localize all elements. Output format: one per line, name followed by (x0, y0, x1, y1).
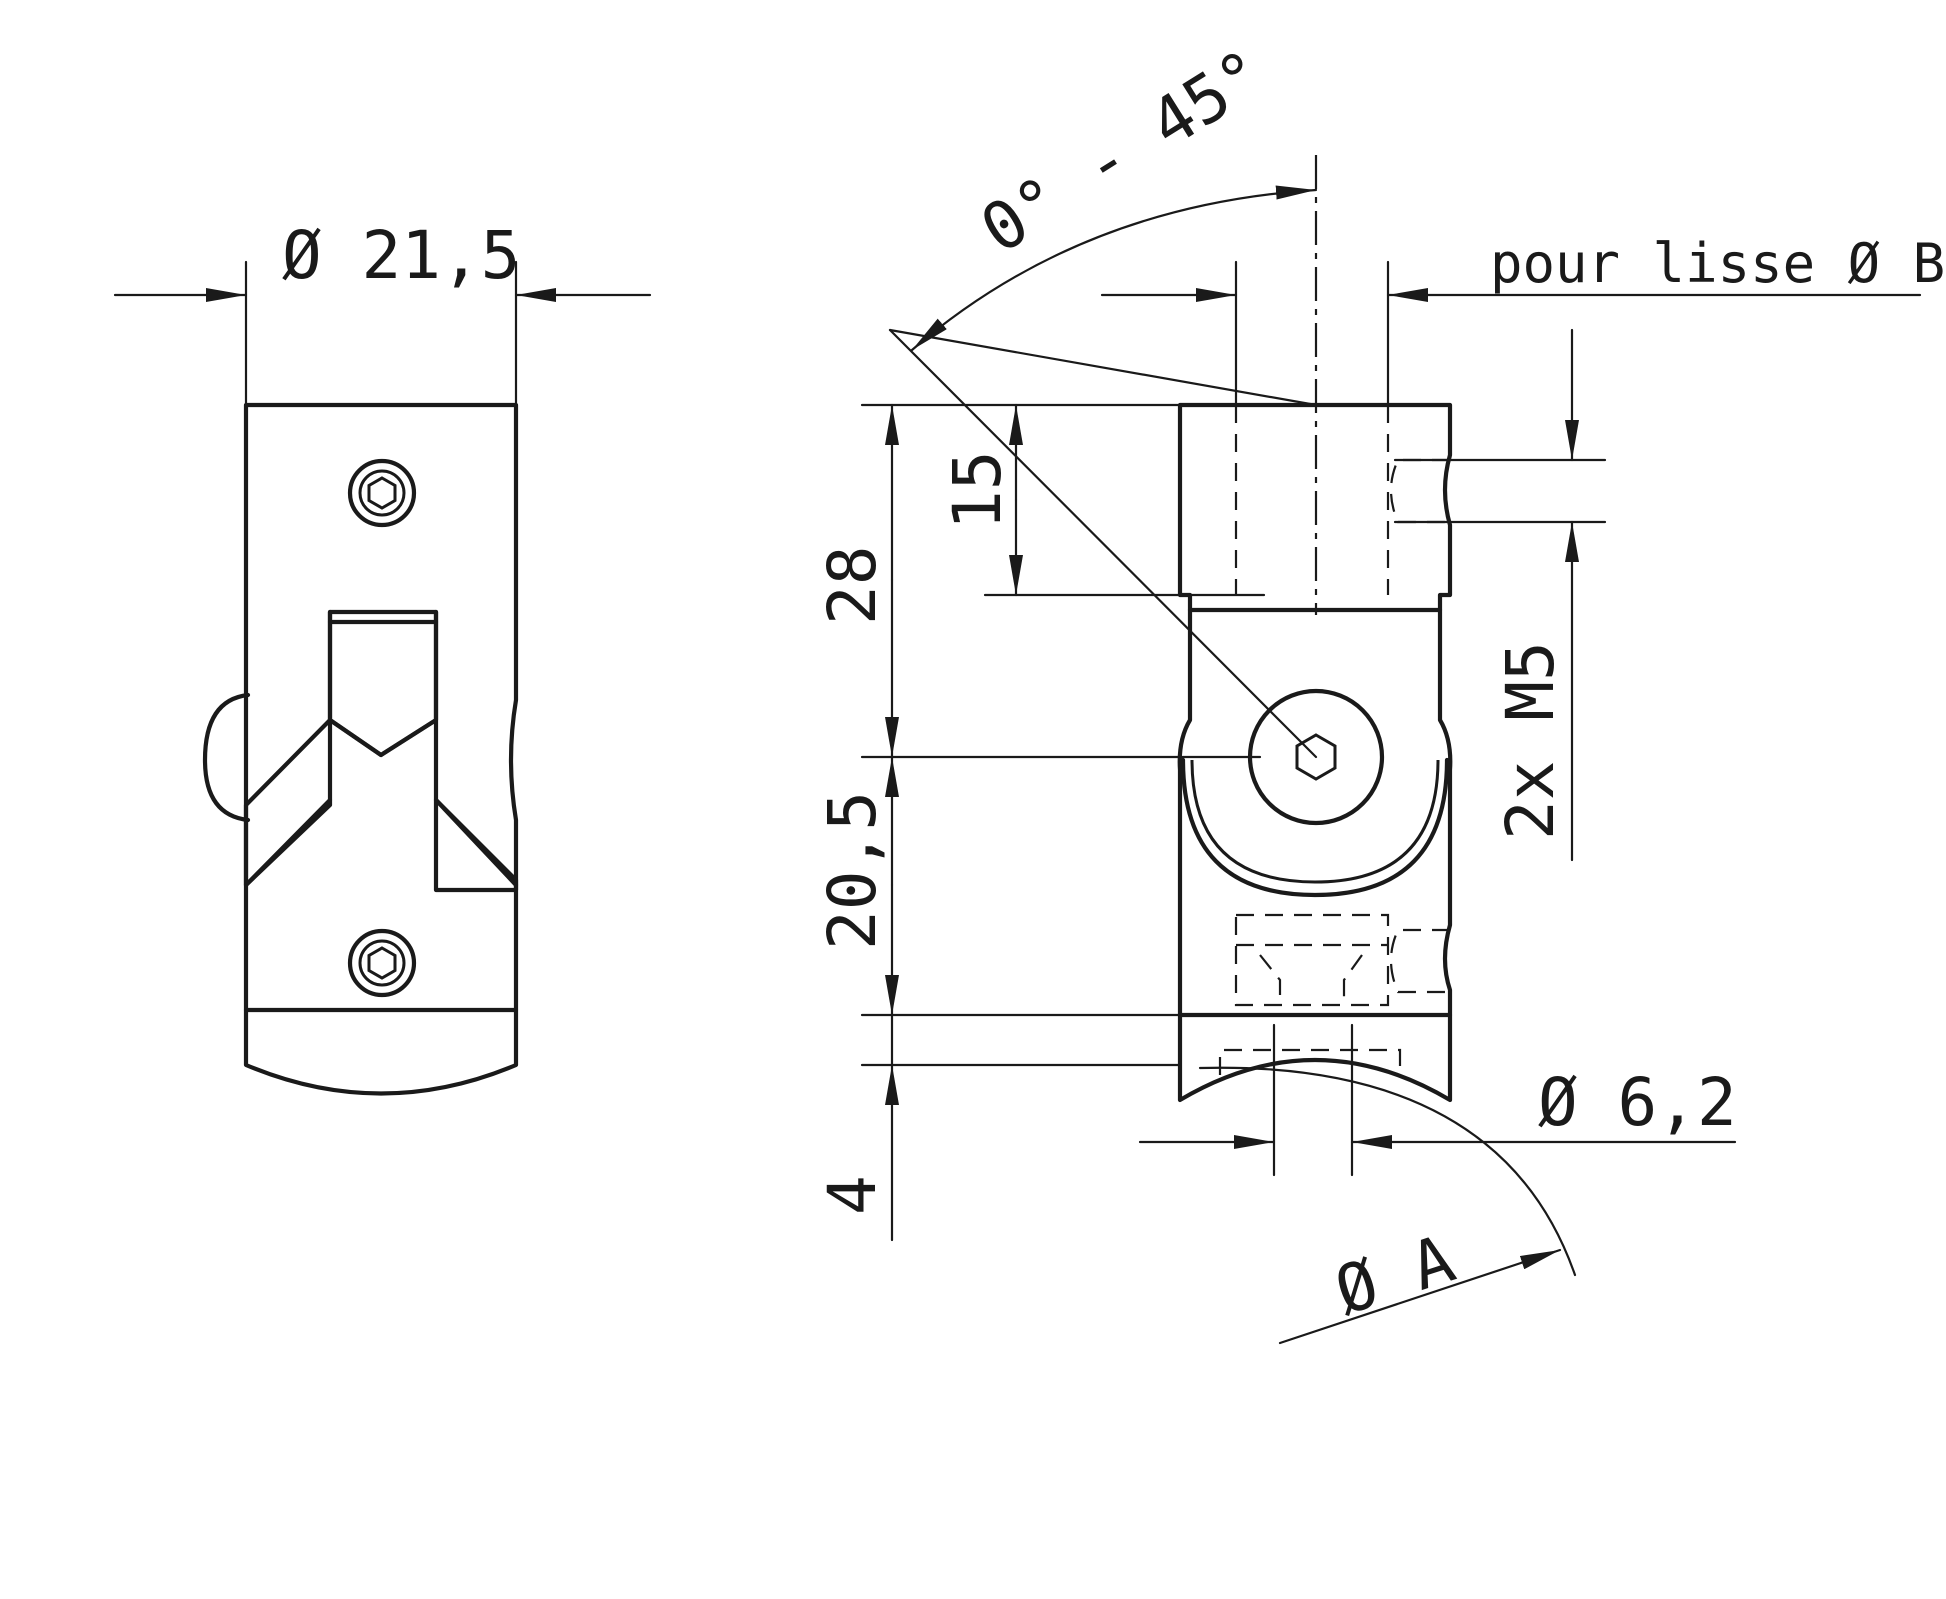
dim-label-28: 28 (814, 546, 891, 625)
hinge-arc (1180, 757, 1450, 898)
v-slot-diagonals (243, 797, 519, 888)
angle-label: 0° - 45° (968, 35, 1278, 269)
side-view: pour lisse Ø B 0° - 45° 28 15 20,5 4 2x … (814, 35, 1945, 1345)
tube-arc (1198, 1066, 1577, 1277)
front-view-side-bulge (202, 692, 251, 823)
front-view: Ø 21,5 (113, 217, 652, 1096)
dim-label-20-5: 20,5 (814, 791, 891, 950)
dia-a-leader (1278, 1248, 1562, 1345)
v-slot (243, 609, 519, 893)
screw-bottom (347, 928, 417, 998)
hidden-bottom-bore (1218, 1048, 1402, 1075)
angle-ray (888, 328, 1318, 759)
rail-label: pour lisse Ø B (1490, 232, 1945, 295)
screw-top (347, 458, 417, 528)
lower-body (1177, 607, 1453, 1103)
v-slot-inner (327, 609, 439, 758)
dim-label-4: 4 (814, 1175, 891, 1215)
dia-a-label: Ø A (1326, 1220, 1463, 1330)
dim-label-15: 15 (939, 451, 1016, 530)
dim-label-21-5: Ø 21,5 (282, 217, 520, 294)
hinge-hex-socket (1295, 733, 1337, 781)
front-view-outline (243, 402, 519, 1096)
dia-6-2-label: Ø 6,2 (1538, 1064, 1737, 1141)
upper-block (1177, 402, 1453, 613)
thread-label: 2x M5 (1492, 641, 1569, 840)
hidden-lower-pocket (1234, 913, 1390, 1007)
hidden-lower-detail (1236, 943, 1388, 1005)
hinge-arc-inner (1190, 759, 1440, 884)
hidden-thread-top (1389, 458, 1450, 524)
angle-arc (910, 185, 1318, 352)
hidden-thread-bottom (1389, 928, 1450, 994)
